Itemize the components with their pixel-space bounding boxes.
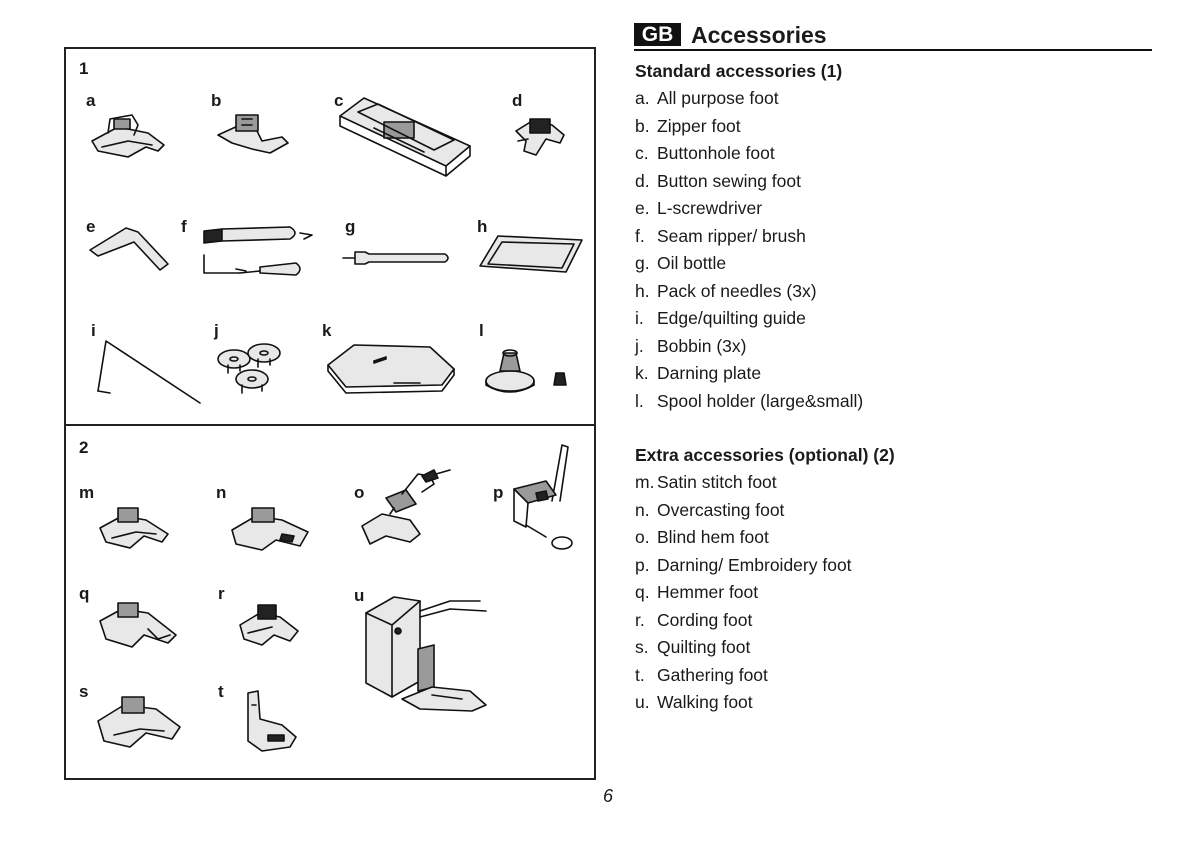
page-number: 6 — [603, 786, 614, 806]
edge-quilting-guide-illustration — [96, 339, 206, 409]
zipper-foot-illustration — [212, 111, 292, 161]
label-e: e — [86, 217, 96, 236]
label-n: n — [216, 483, 227, 502]
cording-foot-illustration — [236, 601, 306, 649]
blind-hem-foot-illustration — [356, 464, 456, 554]
label-f: f — [181, 217, 187, 236]
extra-accessories-heading: Extra accessories (optional) (2) — [635, 445, 895, 465]
label-m: m — [79, 483, 95, 502]
page-header: GB Accessories — [634, 22, 1152, 51]
gathering-foot-illustration — [238, 685, 303, 760]
darning-embroidery-foot-illustration — [506, 441, 586, 561]
section-1-number: 1 — [79, 59, 89, 78]
buttonhole-foot-illustration — [334, 94, 474, 189]
spool-holder-illustration — [484, 341, 574, 401]
section-divider — [66, 424, 594, 426]
label-h: h — [477, 217, 488, 236]
overcasting-foot-illustration — [228, 504, 313, 554]
hemmer-foot-illustration — [96, 599, 181, 654]
label-i: i — [91, 321, 96, 340]
label-t: t — [218, 682, 224, 701]
label-c: c — [334, 91, 344, 110]
label-l: l — [479, 321, 484, 340]
label-q: q — [79, 584, 90, 603]
label-a: a — [86, 91, 96, 110]
all-purpose-foot-illustration — [88, 111, 168, 161]
label-d: d — [512, 91, 523, 110]
needle-pack-illustration — [478, 232, 588, 277]
label-o: o — [354, 483, 365, 502]
label-j: j — [214, 321, 219, 340]
label-b: b — [211, 91, 222, 110]
language-badge: GB — [634, 23, 681, 46]
satin-stitch-foot-illustration — [96, 504, 176, 554]
label-p: p — [493, 483, 504, 502]
walking-foot-illustration — [362, 591, 497, 716]
quilting-foot-illustration — [94, 691, 184, 751]
button-sewing-foot-illustration — [512, 113, 572, 163]
l-screwdriver-illustration — [86, 224, 176, 274]
bobbin-illustration — [214, 339, 284, 404]
standard-accessories-heading: Standard accessories (1) — [635, 61, 843, 81]
page-title: Accessories — [691, 22, 827, 48]
accessories-figure: 1 2 a b c d e f g h i j k l m n o p q r … — [64, 47, 596, 780]
label-u: u — [354, 586, 365, 605]
seam-ripper-brush-illustration — [200, 221, 330, 286]
label-s: s — [79, 682, 89, 701]
darning-plate-illustration — [324, 339, 459, 399]
label-r: r — [218, 584, 225, 603]
label-g: g — [345, 217, 356, 236]
label-k: k — [322, 321, 332, 340]
section-2-number: 2 — [79, 438, 89, 457]
oil-bottle-illustration — [341, 244, 456, 274]
